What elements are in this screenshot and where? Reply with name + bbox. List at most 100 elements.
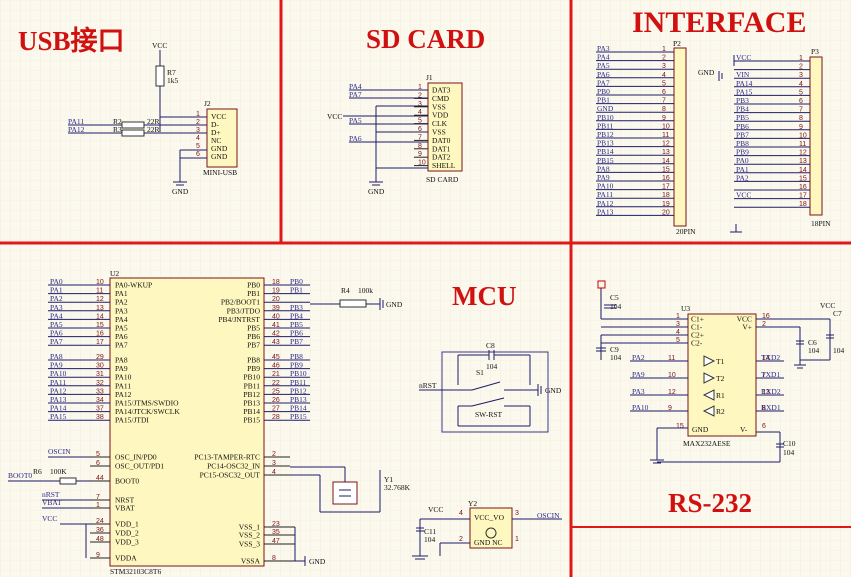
y2-num-4: 4 — [459, 510, 463, 517]
u2-pc-num: 4 — [272, 469, 276, 476]
reset-gnd-label: GND — [545, 386, 562, 395]
u2-left-net: PA1 — [50, 286, 63, 295]
p2-pin-number: 1 — [662, 46, 666, 53]
j2-num-5: 5 — [196, 143, 200, 150]
j1-pin-number: 4 — [418, 109, 422, 116]
u2-right-pin-label: PB11 — [244, 381, 261, 390]
u3-left-num: 5 — [676, 337, 680, 344]
p3-pin-number: 13 — [799, 158, 807, 165]
y2-oscin-net: OSCIN — [537, 511, 560, 520]
u2-left-pin-label: PA0-WKUP — [115, 281, 152, 290]
u3-output-net-name: TXD1 — [761, 370, 780, 379]
u2-pc-label: PC13-TAMPER-RTC — [194, 453, 260, 462]
s1-part: SW-RST — [475, 410, 503, 419]
u2-right-net: PB13 — [290, 395, 307, 404]
p2-pin-number: 14 — [662, 158, 670, 165]
u2-misc-left-num: 5 — [96, 451, 100, 458]
u3-out-num: 13 — [762, 389, 770, 396]
p2-pin-number: 20 — [662, 209, 670, 216]
p2-net-label: PB1 — [597, 96, 610, 105]
u2-left-num: 38 — [96, 414, 104, 421]
p3-pin-number: 15 — [799, 175, 807, 182]
sd-net-pa4: PA4 — [349, 82, 362, 91]
u2-right-num: 45 — [272, 354, 280, 361]
p2-pin-number: 16 — [662, 175, 670, 182]
u2-right-pin-label: PB7 — [247, 341, 260, 350]
u2-pc-label: PC15-OSC32_OUT — [200, 471, 261, 480]
p3-pin-number: 17 — [799, 193, 807, 200]
u2-left-num: 10 — [96, 279, 104, 286]
p3-gnd-label: GND — [698, 68, 715, 77]
u2-right-num: 39 — [272, 305, 280, 312]
u2-right-net: PB6 — [290, 329, 303, 338]
u3-driver-label: T1 — [716, 357, 725, 366]
u2-vss-label: VSS_3 — [239, 540, 261, 549]
u2-right-pin-label: PB9 — [247, 364, 260, 373]
u3-left-num: 3 — [676, 321, 680, 328]
y2-ref: Y2 — [468, 499, 477, 508]
p2-net-label: PB15 — [597, 156, 614, 165]
u2-right-pin-label: PB0 — [247, 281, 260, 290]
p3-net-label: PA1 — [736, 165, 749, 174]
p2-net-label: PB0 — [597, 87, 610, 96]
u2-right-pin-label: PB2/BOOT1 — [221, 298, 260, 307]
u3-right-pin-label: V+ — [742, 323, 752, 332]
p3-ref: P3 — [811, 47, 819, 56]
u2-misc-left-num: 48 — [96, 536, 104, 543]
y2-num-3: 3 — [515, 510, 519, 517]
r7-ref: R7 — [167, 68, 176, 77]
j1-pin-number: 5 — [418, 118, 422, 125]
u2-left-pin-label: PA3 — [115, 306, 128, 315]
u3-driver-label: R1 — [716, 391, 725, 400]
p3-pin-number: 4 — [799, 81, 803, 88]
u2-left-pin-label: PA11 — [115, 381, 131, 390]
j2-pin-gnd1: GND — [211, 144, 228, 153]
reset-box — [441, 351, 549, 433]
c10-value: 104 — [783, 448, 795, 457]
j1-pin-number: 2 — [418, 92, 422, 99]
u3-left-pin-label: C1- — [691, 323, 703, 332]
u2-vss-num: 23 — [272, 521, 280, 528]
p2-net-label: PB13 — [597, 139, 614, 148]
usb-block: VCC R7 1k5 PA11 PA12 R2 R3 22R 22R GND J… — [68, 41, 238, 196]
u2-left-num: 14 — [96, 313, 104, 320]
u2-right-num: 27 — [272, 406, 280, 413]
u3-part: MAX232AESE — [683, 439, 731, 448]
u2-misc-left-num: 9 — [96, 552, 100, 559]
j1-ref: J1 — [426, 73, 433, 82]
u3-left-pin-label: C1+ — [691, 315, 704, 324]
u2-misc-left-label: VDD_3 — [115, 538, 139, 547]
j2-pin-dplus: D+ — [211, 128, 221, 137]
u2-left-num: 16 — [96, 331, 104, 338]
u3-left-pin-label: C2+ — [691, 331, 704, 340]
p3-pin-number: 10 — [799, 132, 807, 139]
u2-left-pin-label: PA4 — [115, 315, 128, 324]
u2-left-pin-label: PA12 — [115, 390, 132, 399]
p3-part: 18PIN — [811, 219, 831, 228]
j1-pin-label: SHELL — [432, 161, 456, 170]
u2-right-pin-label: PB4/JNTRST — [218, 315, 260, 324]
u2-pc-num: 2 — [272, 451, 276, 458]
u2-left-pin-label: PA5 — [115, 324, 128, 333]
u2-right-num: 21 — [272, 371, 280, 378]
u2-left-num: 17 — [96, 339, 104, 346]
u2-right-pin-label: PB15 — [243, 416, 260, 425]
u2-left-net: PA0 — [50, 277, 63, 286]
y2-num-1: 1 — [515, 536, 519, 543]
j1-pin-number: 3 — [418, 101, 422, 108]
p2-pin-number: 17 — [662, 184, 670, 191]
sd-vcc-label: VCC — [327, 112, 342, 121]
p3-net-label: PB6 — [736, 122, 749, 131]
j2-connector — [206, 108, 238, 168]
u2-right-pin-label: PB8 — [247, 356, 260, 365]
u2-left-num: 34 — [96, 397, 104, 404]
j1-pin-label: DAT1 — [432, 144, 451, 153]
u2-left-net: PA15 — [50, 412, 67, 421]
p3-net-label: VCC — [736, 53, 751, 62]
r4-resistor — [339, 299, 367, 308]
u2-left-net: PA12 — [50, 386, 67, 395]
u2-right-num: 25 — [272, 388, 280, 395]
